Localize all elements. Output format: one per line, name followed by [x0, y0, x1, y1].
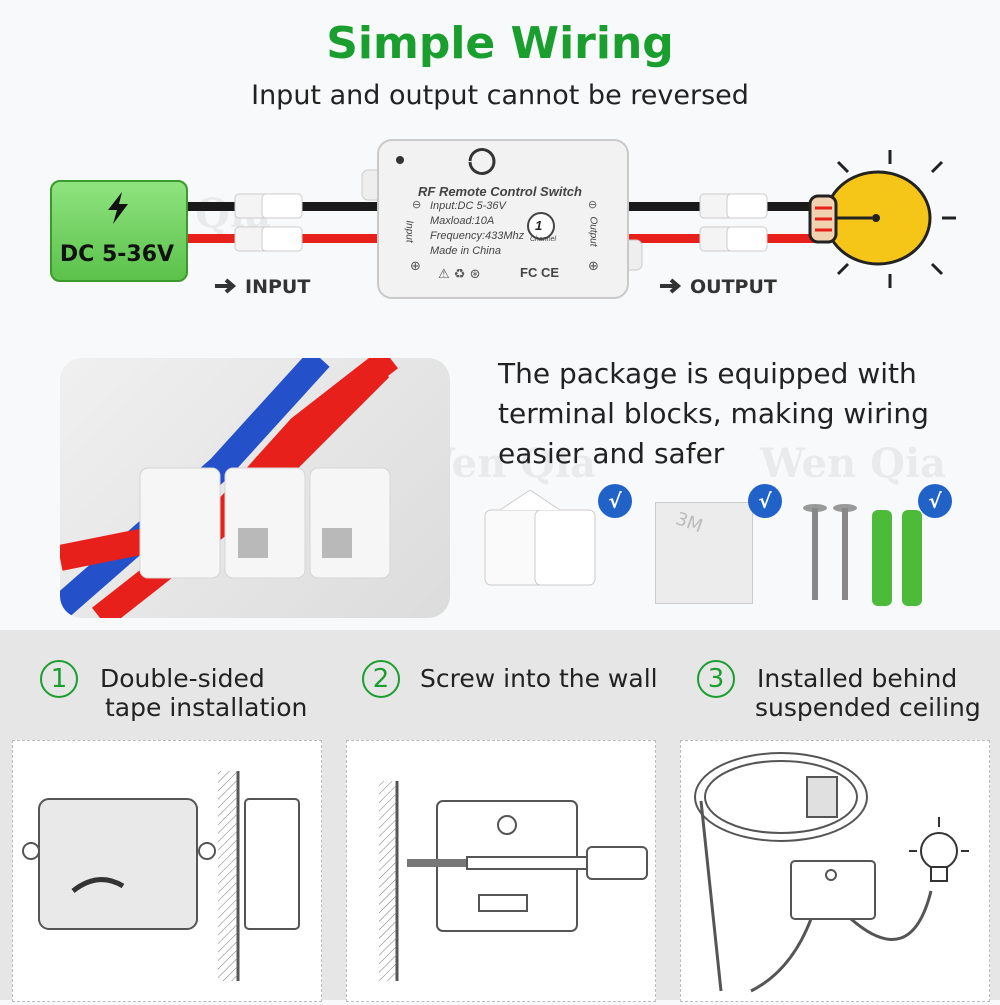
- terminal-block-item: [484, 490, 596, 586]
- device-name: RF Remote Control Switch: [418, 184, 582, 199]
- svg-text:⊕: ⊕: [410, 259, 421, 274]
- device-input-spec: Input:DC 5-36V: [430, 200, 506, 212]
- step-3-illustration: [680, 740, 990, 1002]
- power-label: DC 5-36V: [59, 242, 175, 267]
- check-icon: √: [598, 484, 632, 518]
- rf-switch-device: ⊖ ⊕ ⊖ ⊕ ⚠ ♻ ⊛: [361, 139, 643, 299]
- screws-item: [803, 504, 857, 600]
- input-arrow-icon: [215, 278, 237, 294]
- svg-text:⚠ ♻ ⊛: ⚠ ♻ ⊛: [438, 267, 480, 282]
- svg-text:⊕: ⊕: [588, 259, 599, 274]
- terminal-block-photo: [60, 358, 450, 618]
- step-1-line1: Double-sided: [100, 664, 265, 693]
- watermark: Wen Qia: [760, 440, 947, 487]
- svg-text:⊖: ⊖: [588, 198, 597, 211]
- output-label: OUTPUT: [690, 276, 777, 298]
- tape-label: 3M: [672, 508, 706, 538]
- step-2-line1: Screw into the wall: [420, 664, 658, 693]
- wiring-diagram: ⊖ ⊕ ⊖ ⊕ ⚠ ♻ ⊛: [184, 139, 956, 299]
- tape-sheet-item: 3M: [655, 502, 753, 604]
- step-1-number: 1: [40, 660, 78, 698]
- input-label: INPUT: [245, 276, 311, 298]
- step-1-line2: tape installation: [105, 693, 308, 722]
- wall-anchors-item: [872, 510, 922, 606]
- device-made-in: Made in China: [430, 245, 501, 257]
- right-connector: [699, 193, 768, 252]
- left-connector: [234, 193, 303, 252]
- device-maxload: Maxload:10A: [430, 215, 495, 227]
- package-description: The package is equipped with terminal bl…: [498, 357, 929, 470]
- device-cert-marks: FC CE: [520, 265, 559, 280]
- lightning-icon: [108, 192, 128, 224]
- step-3-line1: Installed behind: [757, 664, 958, 693]
- page-title: Simple Wiring: [326, 18, 674, 69]
- step-2-number: 2: [362, 660, 400, 698]
- device-frequency: Frequency:433Mhz: [430, 230, 525, 242]
- device-channel-word: Channel: [530, 236, 557, 243]
- power-source-box: [50, 180, 188, 282]
- step-3-number: 3: [697, 660, 735, 698]
- device-output-port-label: Output: [587, 216, 599, 247]
- svg-text:⊖: ⊖: [412, 198, 421, 211]
- check-icon: √: [918, 484, 952, 518]
- device-input-port-label: Input: [403, 220, 415, 243]
- output-arrow-icon: [660, 278, 682, 294]
- step-2-illustration: [346, 740, 656, 1002]
- light-bulb-icon: [808, 150, 956, 288]
- page-subtitle: Input and output cannot be reversed: [251, 80, 749, 111]
- device-channel-number: 1: [535, 218, 543, 233]
- step-3-line2: suspended ceiling: [755, 693, 981, 722]
- check-icon: √: [748, 484, 782, 518]
- step-1-illustration: [12, 740, 322, 1002]
